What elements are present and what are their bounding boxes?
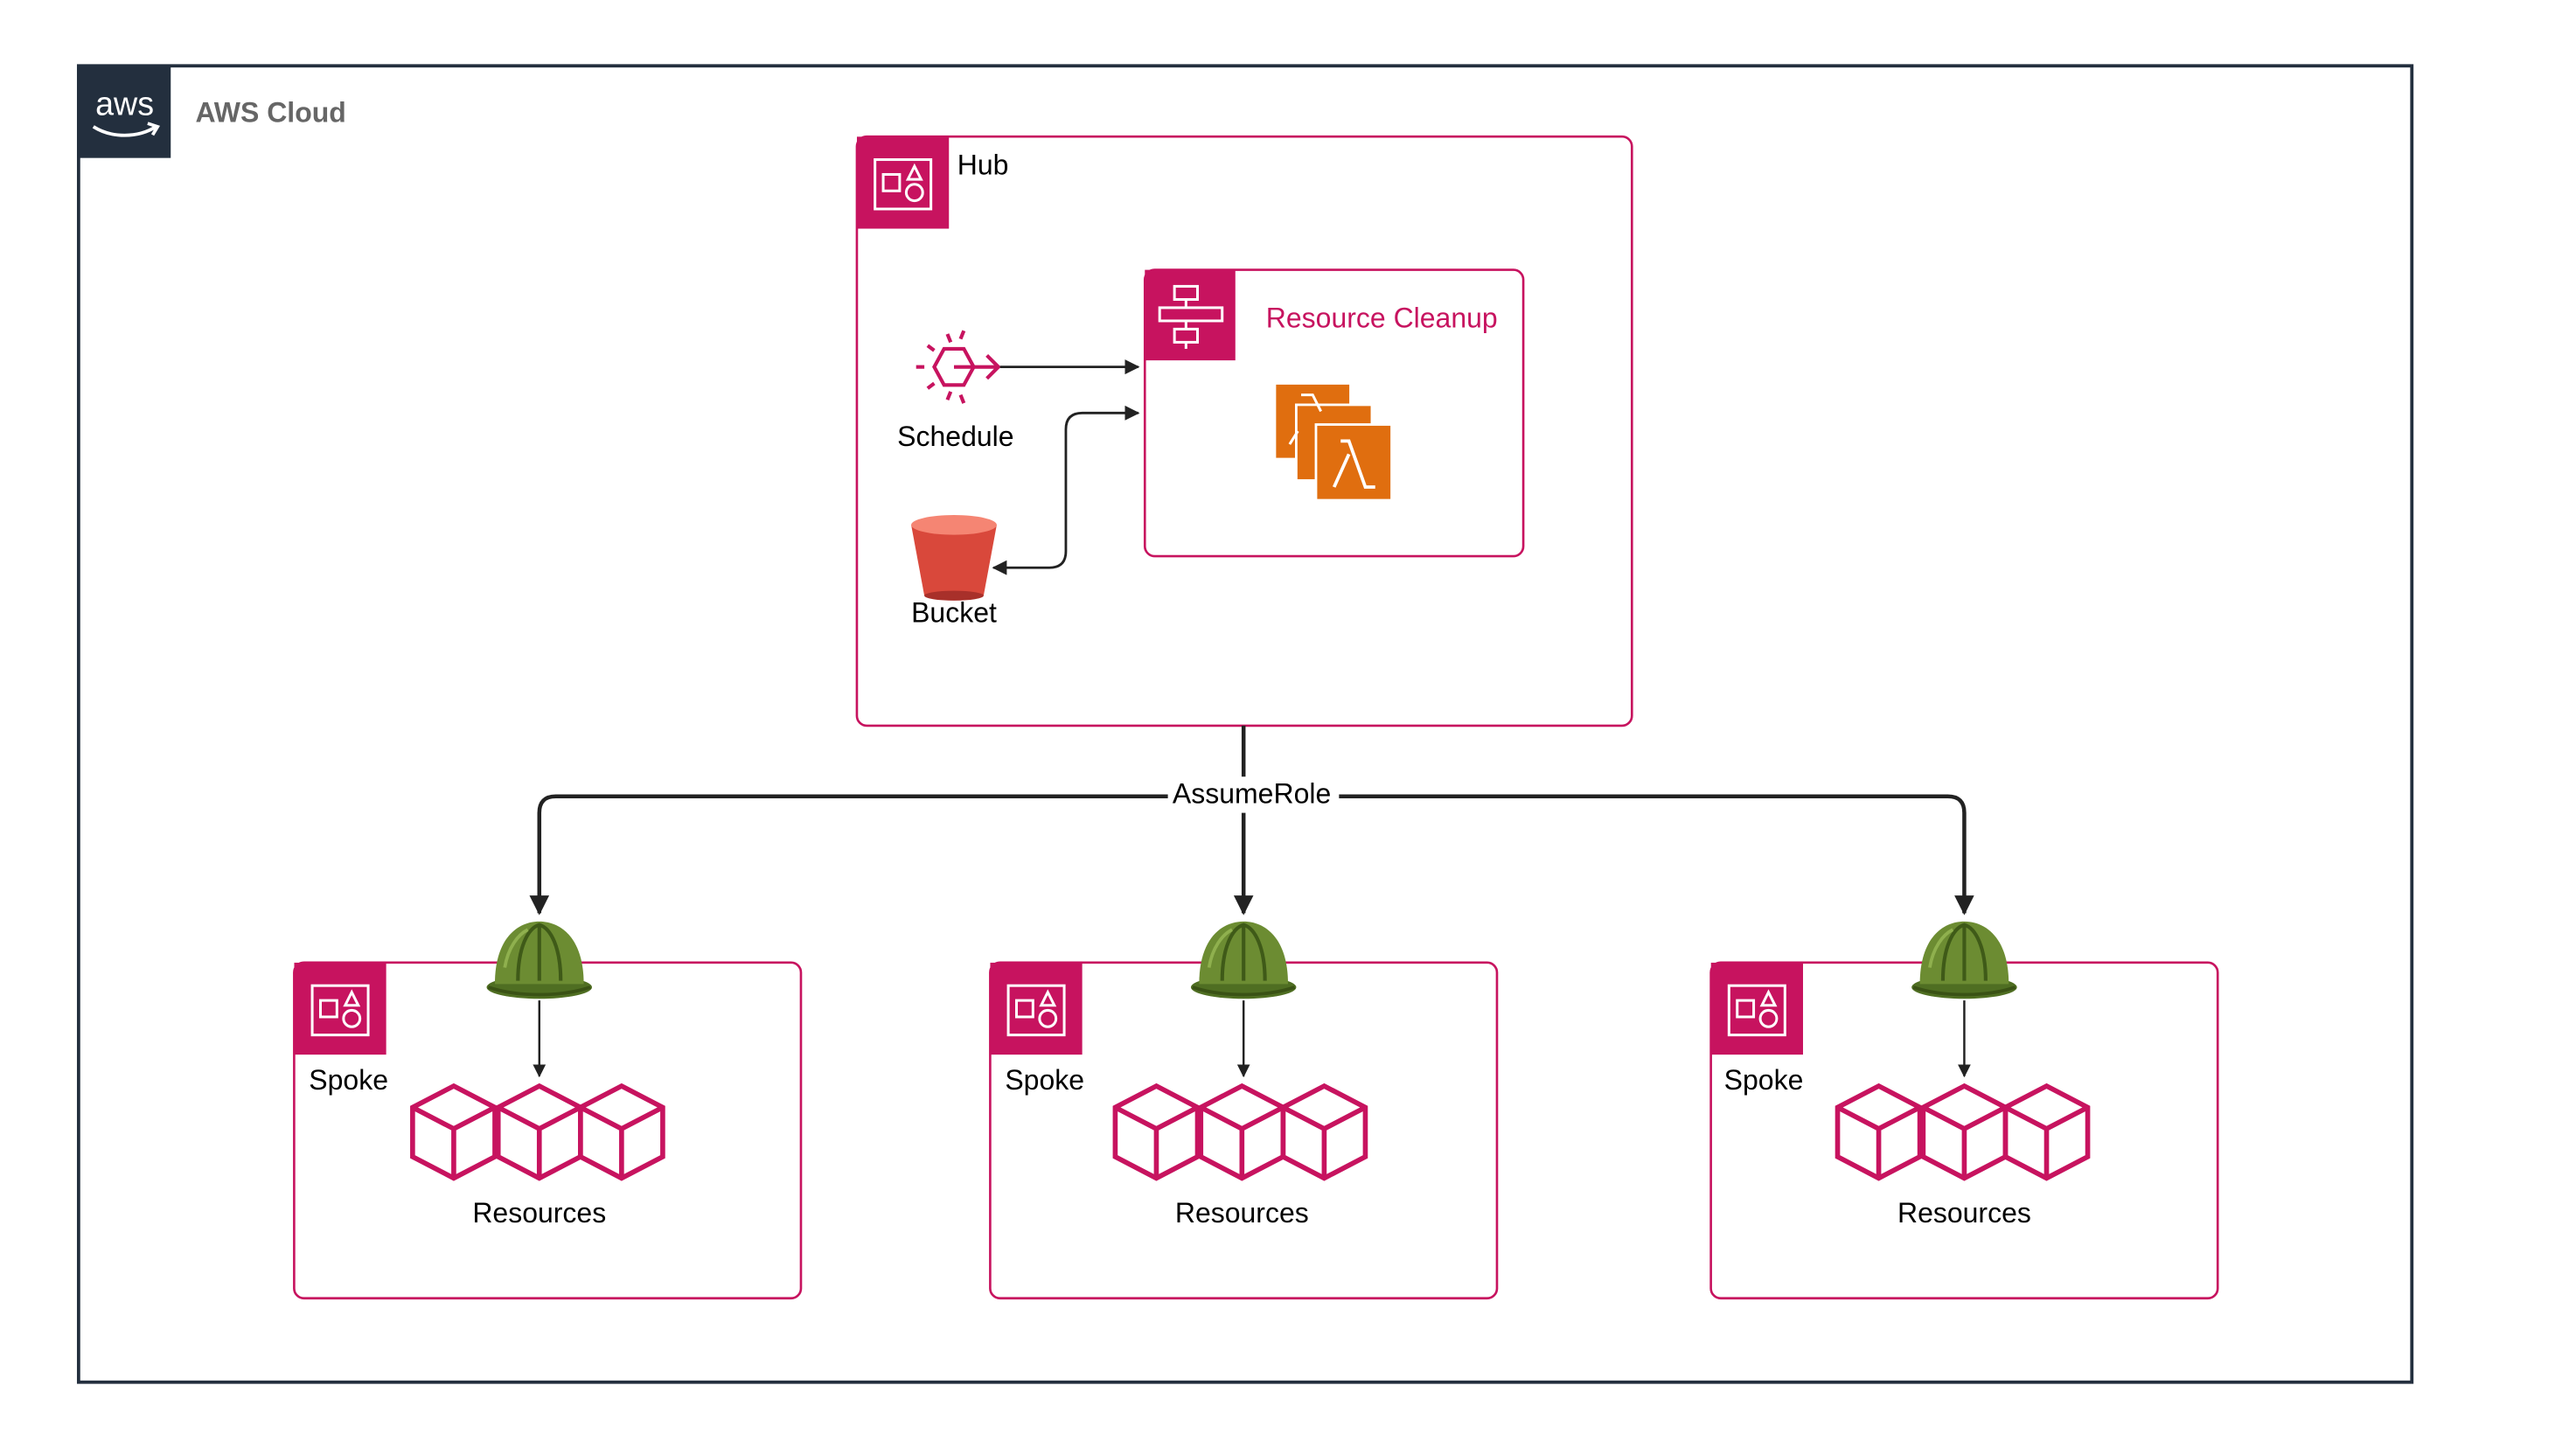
spoke-account-icon (1710, 962, 1804, 1055)
resource-cleanup-group: Resource Cleanup (1143, 268, 1525, 558)
resources-cubes-icon (413, 1086, 663, 1178)
spoke-account-icon (990, 962, 1083, 1055)
spoke-label: Spoke (309, 1064, 388, 1096)
cleanup-bucket-arrow (992, 405, 1140, 575)
resource-cleanup-label: Resource Cleanup (1266, 302, 1498, 333)
resources-label: Resources (1897, 1197, 2031, 1229)
aws-logo-text: aws (95, 86, 154, 122)
hub-label: Hub (957, 149, 1009, 180)
iam-role-helmet-icon (487, 922, 592, 999)
eventbridge-schedule-icon (916, 330, 1001, 404)
resources-cubes-icon (1838, 1086, 2088, 1178)
aws-cloud-title: AWS Cloud (195, 96, 345, 128)
spoke-account-icon (294, 962, 386, 1055)
resources-label: Resources (1175, 1197, 1309, 1229)
aws-logo-icon: aws (78, 66, 171, 158)
assumerole-label-bg (1167, 776, 1340, 813)
resources-label: Resources (472, 1197, 606, 1229)
hub-account-icon (856, 136, 950, 229)
spoke-account-group: Spoke Resources (989, 922, 1499, 1300)
s3-bucket-icon (911, 515, 997, 601)
resources-cubes-icon (1115, 1086, 1365, 1178)
aws-cloud-group: aws AWS Cloud (76, 64, 2414, 1384)
schedule-label: Schedule (897, 421, 1013, 452)
spoke-account-group: Spoke Resources (1709, 922, 2219, 1300)
bucket-label: Bucket (911, 596, 997, 628)
iam-role-helmet-icon (1911, 922, 2016, 999)
assumerole-edges (529, 725, 1974, 915)
step-functions-icon (1145, 269, 1236, 361)
iam-role-helmet-icon (1191, 922, 1296, 999)
spoke-label: Spoke (1005, 1064, 1084, 1096)
assumerole-label: AssumeRole (1173, 777, 1331, 809)
spoke-account-group: Spoke Resources (293, 922, 803, 1300)
hub-account-group: Hub Schedule Bucket (855, 135, 1633, 727)
spoke-label: Spoke (1724, 1064, 1804, 1096)
lambda-functions-icon (1273, 382, 1393, 502)
